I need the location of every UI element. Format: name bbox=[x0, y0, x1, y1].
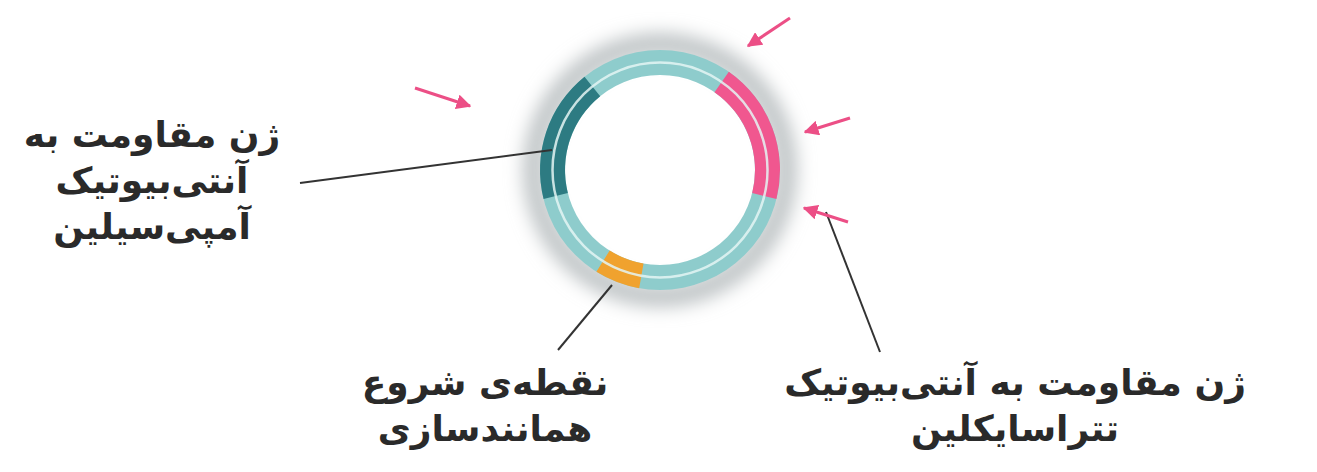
leader-line bbox=[826, 212, 880, 352]
plasmid-ring bbox=[534, 44, 786, 296]
restriction-site-arrows bbox=[415, 18, 850, 222]
plasmid-dna bbox=[540, 50, 780, 290]
tetracycline-gene bbox=[714, 72, 780, 199]
ampicillin-gene bbox=[540, 77, 600, 199]
site-arrow bbox=[805, 118, 850, 132]
leader-line bbox=[558, 285, 612, 350]
part-label: ژن مقاومت به آنتی‌بیوتیک آمپی‌سیلین bbox=[12, 112, 292, 250]
site-arrow bbox=[804, 208, 848, 222]
leader-line bbox=[300, 150, 552, 183]
site-arrow bbox=[415, 88, 470, 106]
part-label: نقطه‌ی شروع همانندسازی bbox=[350, 360, 620, 452]
ring-glow bbox=[534, 44, 786, 296]
site-arrow bbox=[748, 18, 790, 46]
part-label: ژن مقاومت به آنتی‌بیوتیک تتراسایکلین bbox=[775, 360, 1255, 452]
leader-lines bbox=[300, 150, 880, 352]
strand-line bbox=[553, 63, 768, 278]
